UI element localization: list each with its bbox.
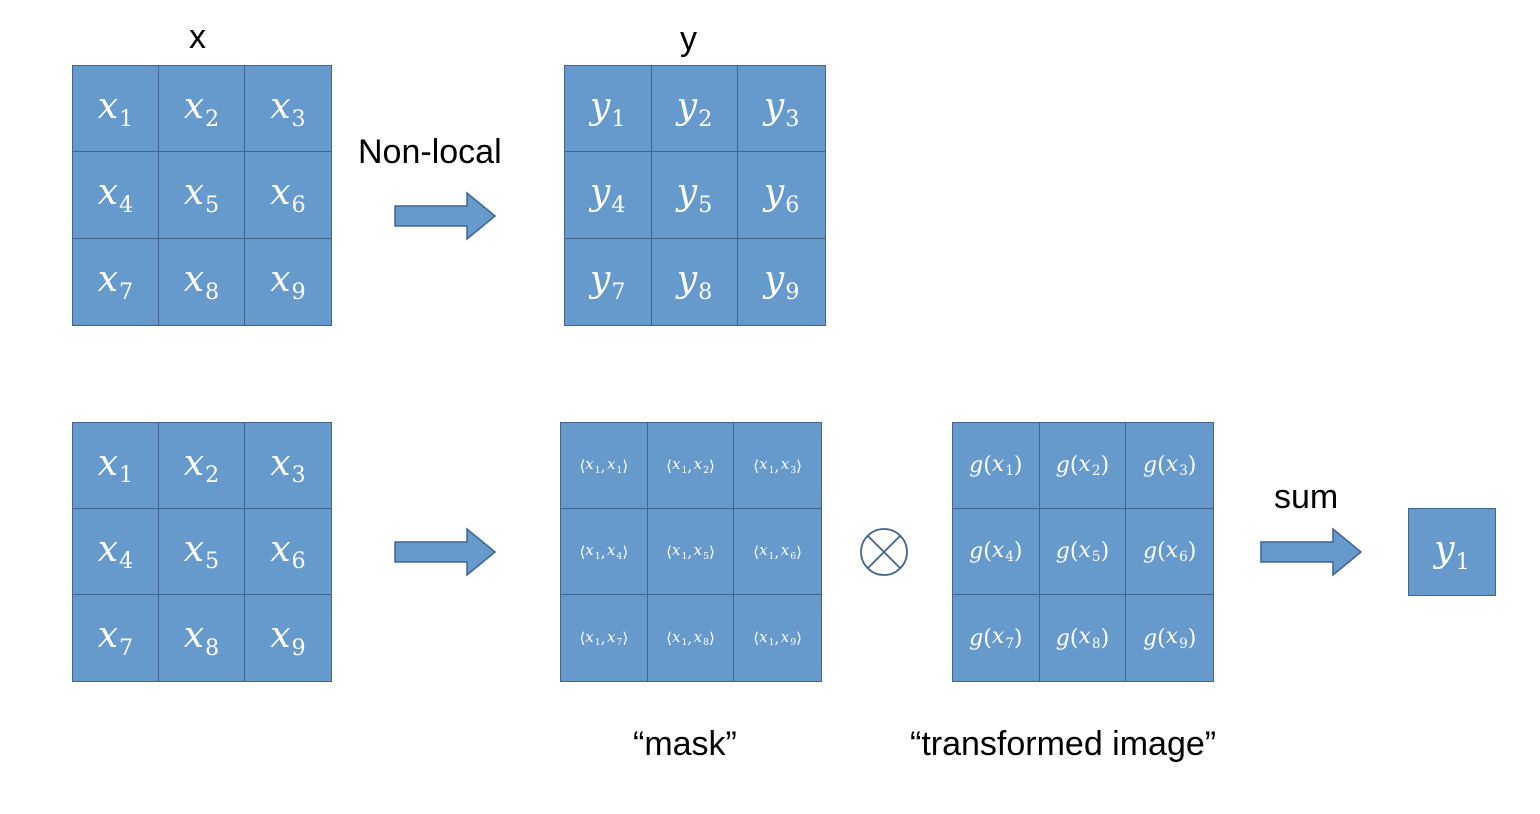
grid-cell: g(x5): [1039, 509, 1127, 595]
grid-cell: x1: [73, 66, 159, 153]
arrow-right-icon: [394, 191, 497, 241]
grid-cell: ⟨x1, x4⟩: [561, 509, 648, 595]
grid-cell: x7: [73, 595, 159, 681]
grid-cell: g(x3): [1126, 423, 1213, 509]
grid-cell: x3: [245, 423, 331, 509]
arrow-right-icon: [394, 527, 497, 577]
grid-cell: y8: [652, 238, 739, 325]
grid-cell: x5: [159, 509, 245, 595]
grid-cell: ⟨x1, x6⟩: [734, 509, 821, 595]
grid-cell: y6: [738, 152, 825, 239]
transformed-grid: g(x1)g(x2)g(x3) g(x4)g(x5)g(x6) g(x7)g(x8)…: [952, 422, 1214, 682]
grid-cell: x2: [159, 423, 245, 509]
grid-cell: x5: [159, 152, 245, 239]
grid-cell: g(x2): [1039, 423, 1127, 509]
transformed-label: “transformed image”: [910, 725, 1217, 763]
grid-cell: x6: [245, 509, 331, 595]
grid-cell: x9: [270, 258, 306, 305]
result-cell: y1: [1408, 508, 1496, 596]
grid-cell: y2: [651, 66, 739, 153]
grid-cell: x1: [73, 423, 159, 509]
grid-cell: g(x6): [1126, 509, 1213, 595]
non-local-label: Non-local: [358, 133, 502, 171]
grid-cell: x3: [245, 66, 331, 153]
grid-cell: x8: [159, 595, 245, 681]
grid-cell: ⟨x1, x8⟩: [648, 595, 735, 681]
grid-cell: y1: [565, 66, 652, 153]
input-grid-label: x: [189, 18, 206, 56]
grid-cell: ⟨x1, x1⟩: [561, 423, 648, 509]
grid-cell: x4: [73, 152, 159, 239]
mask-label: “mask”: [633, 725, 737, 763]
grid-cell: g(x8): [1040, 595, 1127, 681]
grid-cell: y4: [565, 152, 652, 239]
grid-cell: ⟨x1, x3⟩: [734, 423, 821, 509]
grid-cell: y5: [651, 152, 739, 239]
grid-cell: ⟨x1, x2⟩: [647, 423, 735, 509]
grid-cell: y7: [565, 238, 652, 325]
grid-cell: ⟨x1, x5⟩: [647, 509, 735, 595]
otimes-icon: [860, 528, 908, 576]
grid-cell: g(x1): [953, 423, 1040, 509]
grid-cell: x2: [159, 66, 245, 153]
grid-cell: x7: [73, 238, 159, 325]
mask-grid: ⟨x1, x1⟩⟨x1, x2⟩⟨x1, x3⟩ ⟨x1, x4⟩⟨x1, x5⟩…: [560, 422, 822, 682]
output-grid-label: y: [680, 20, 697, 58]
grid-cell: g(x4): [953, 509, 1040, 595]
grid-cell: ⟨x1, x7⟩: [561, 595, 648, 681]
grid-cell: x4: [73, 509, 159, 595]
grid-cell: x6: [245, 152, 331, 239]
grid-cell: y3: [738, 66, 825, 153]
grid-cell: x9: [270, 615, 306, 661]
grid-cell: g(x7): [953, 595, 1040, 681]
grid-cell: g(x9): [1142, 624, 1197, 652]
arrow-right-icon: [1260, 527, 1363, 577]
result-symbol: y1: [1434, 529, 1470, 575]
sum-label: sum: [1274, 478, 1339, 516]
grid-cell: x8: [159, 238, 245, 325]
grid-cell: ⟨x1, x9⟩: [753, 627, 803, 649]
grid-cell: y9: [763, 258, 800, 305]
